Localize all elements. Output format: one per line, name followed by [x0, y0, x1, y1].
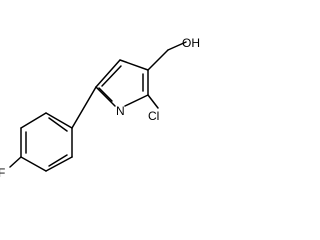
- ch2-o-bond: [167, 41, 187, 51]
- bond: [119, 59, 149, 71]
- aromatic-inner-bond: [101, 65, 122, 87]
- bond: [20, 156, 47, 172]
- biaryl-bond: [71, 86, 97, 129]
- nitrogen-atom-label: N: [116, 104, 125, 118]
- bond: [45, 156, 73, 172]
- bond: [124, 94, 149, 107]
- bond: [95, 59, 121, 88]
- aromatic-inner-bond: [48, 154, 68, 167]
- c-f-bond: [9, 156, 22, 168]
- fluorophenyl-ring: [20, 112, 73, 172]
- molecule-structure: F N Cl OH: [0, 36, 200, 180]
- pyridine-ring: [95, 59, 149, 107]
- hydroxyl-group-label: OH: [182, 36, 200, 50]
- c-ch2-bond: [147, 49, 169, 71]
- aromatic-inner-bond: [98, 87, 113, 102]
- bond: [95, 86, 116, 107]
- bond: [45, 112, 73, 129]
- chlorine-atom-label: Cl: [148, 109, 159, 123]
- aromatic-inner-bond: [48, 117, 68, 132]
- bond: [20, 112, 47, 129]
- fluorine-atom-label: F: [0, 166, 5, 180]
- c-cl-bond: [147, 94, 159, 109]
